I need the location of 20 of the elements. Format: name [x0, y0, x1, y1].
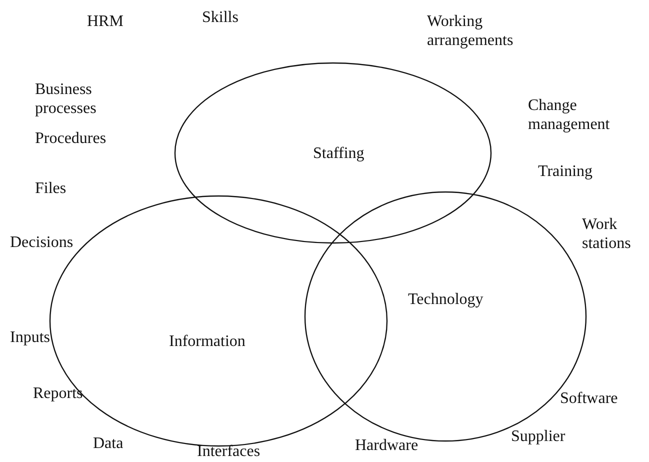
- label-text: Change management: [528, 96, 611, 134]
- label-text: Software: [560, 389, 618, 408]
- label-text: Interfaces: [197, 442, 260, 462]
- label-text: Training: [538, 162, 593, 182]
- circle-label: Staffing: [313, 145, 364, 163]
- label-text: Inputs: [10, 328, 50, 348]
- label-text: Business processes: [35, 80, 98, 118]
- circle-label: Technology: [408, 291, 484, 309]
- label-text: Procedures: [35, 129, 106, 148]
- label-text: HRM: [87, 12, 124, 32]
- circle-label: Information: [169, 333, 246, 351]
- label-text: Work stations: [582, 215, 632, 254]
- label-text: Supplier: [511, 427, 566, 446]
- label-text: Files: [35, 179, 66, 198]
- label-text: Decisions: [10, 233, 74, 252]
- label-text: Data: [93, 434, 124, 454]
- label-text: Reports: [33, 384, 83, 404]
- label-text: Skills: [202, 8, 238, 28]
- label-text: Working arrangements: [427, 12, 514, 50]
- label-text: Hardware: [355, 436, 418, 456]
